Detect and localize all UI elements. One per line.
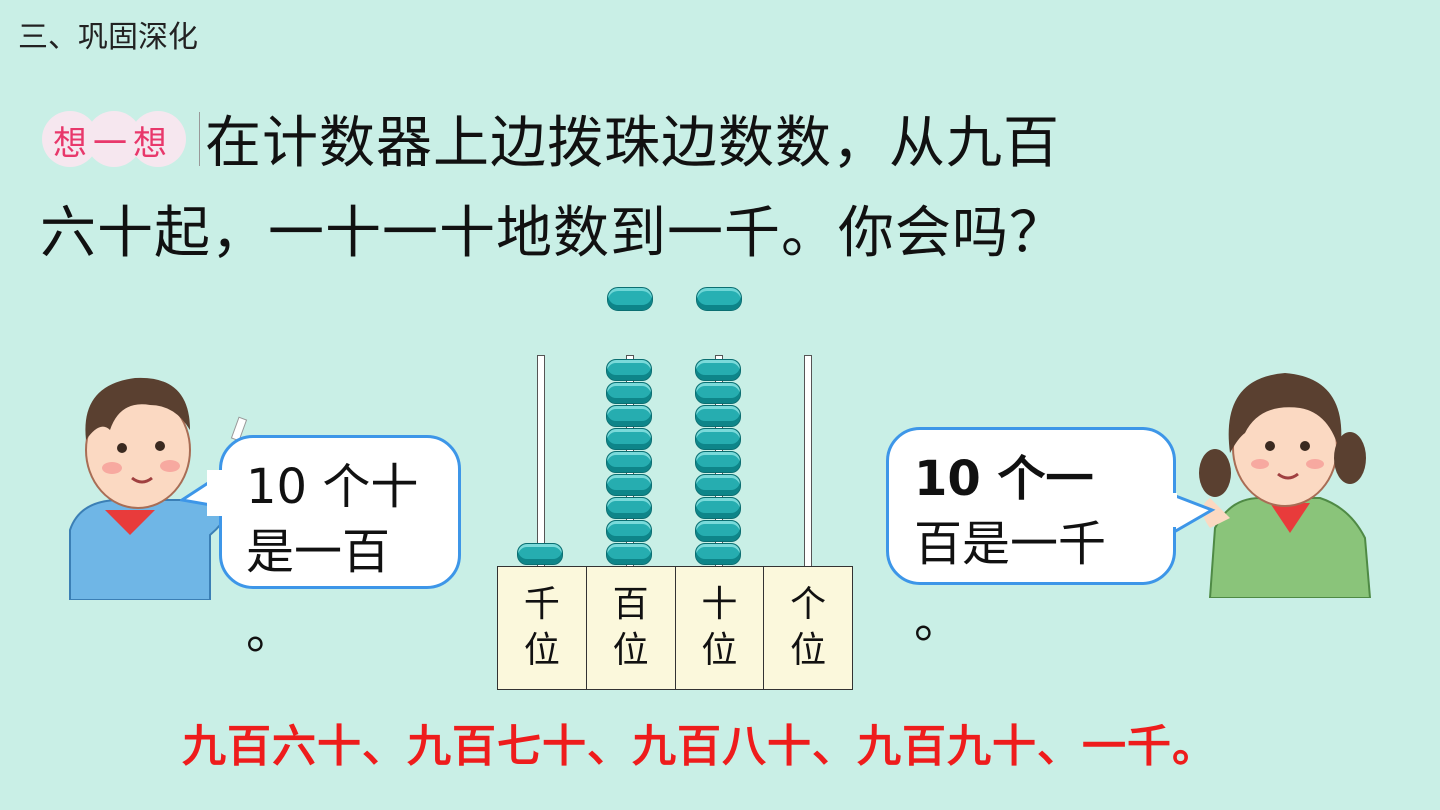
bubble-tail-joint [207, 470, 227, 516]
girl-illustration [1199, 373, 1372, 598]
bead-tens[interactable] [695, 543, 741, 565]
girl-speech-line-1: 10 个一 [914, 451, 1094, 507]
bead-tens[interactable] [695, 474, 741, 496]
badge-circle [130, 111, 186, 167]
bubble-tail-joint [1155, 493, 1177, 527]
bead-hundreds[interactable] [606, 382, 652, 404]
bead-tens[interactable] [695, 451, 741, 473]
bead-hundreds[interactable] [606, 428, 652, 450]
place-label-char: 位 [790, 630, 827, 671]
bead-hundreds[interactable] [606, 359, 652, 381]
rod-thousands [537, 355, 545, 569]
place-label-char: 个 [790, 584, 827, 625]
bead-tens[interactable] [695, 359, 741, 381]
bead-tens[interactable] [695, 497, 741, 519]
bead-hundreds[interactable] [606, 497, 652, 519]
bead-hundreds[interactable] [606, 405, 652, 427]
place-label-char: 十 [701, 584, 738, 625]
place-label-char: 位 [523, 630, 560, 671]
boy-speech-line-3: 。 [246, 604, 295, 660]
floating-bead[interactable] [696, 287, 742, 311]
boy-speech-bubble [219, 435, 461, 589]
floating-bead[interactable] [607, 287, 653, 311]
answer-sequence: 九百六十、九百七十、九百八十、九百九十、一千。 [182, 721, 1217, 772]
think-badge: 想一想 [38, 110, 188, 168]
bead-hundreds[interactable] [606, 543, 652, 565]
bead-hundreds[interactable] [606, 520, 652, 542]
place-thousands: 千 位 [498, 567, 587, 689]
place-value-labels: 千 位 百 位 十 位 个 位 [497, 566, 853, 690]
bead-hundreds[interactable] [606, 451, 652, 473]
rod-ones [804, 355, 812, 569]
girl-speech-line-2: 百是一千 [914, 516, 1107, 572]
bead-thousands[interactable] [517, 543, 563, 565]
badge-label: 想一想 [53, 124, 173, 164]
girl-speech-bubble [886, 427, 1176, 585]
place-label-char: 百 [612, 584, 649, 625]
question-line-2: 六十起，一十一十地数到一千。你会吗？ [40, 201, 1066, 266]
text-cursor [199, 112, 200, 166]
girl-speech-line-3: 。 [914, 593, 963, 649]
place-hundreds: 百 位 [587, 567, 676, 689]
place-ones: 个 位 [764, 567, 852, 689]
question-line-1: 在计数器上边拨珠边数数，从九百 [205, 111, 1060, 176]
place-label-char: 位 [701, 630, 738, 671]
bead-tens[interactable] [695, 428, 741, 450]
rod-tens [715, 355, 723, 569]
bead-tens[interactable] [695, 405, 741, 427]
section-title: 三、巩固深化 [18, 20, 198, 55]
bead-tens[interactable] [695, 382, 741, 404]
place-tens: 十 位 [676, 567, 765, 689]
bead-hundreds[interactable] [606, 474, 652, 496]
boy-speech-line-2: 是一百 [246, 524, 391, 580]
rod-hundreds [626, 355, 634, 569]
bead-tens[interactable] [695, 520, 741, 542]
place-label-char: 位 [612, 630, 649, 671]
boy-speech-line-1: 10 个十 [246, 459, 419, 515]
place-label-char: 千 [523, 584, 560, 625]
